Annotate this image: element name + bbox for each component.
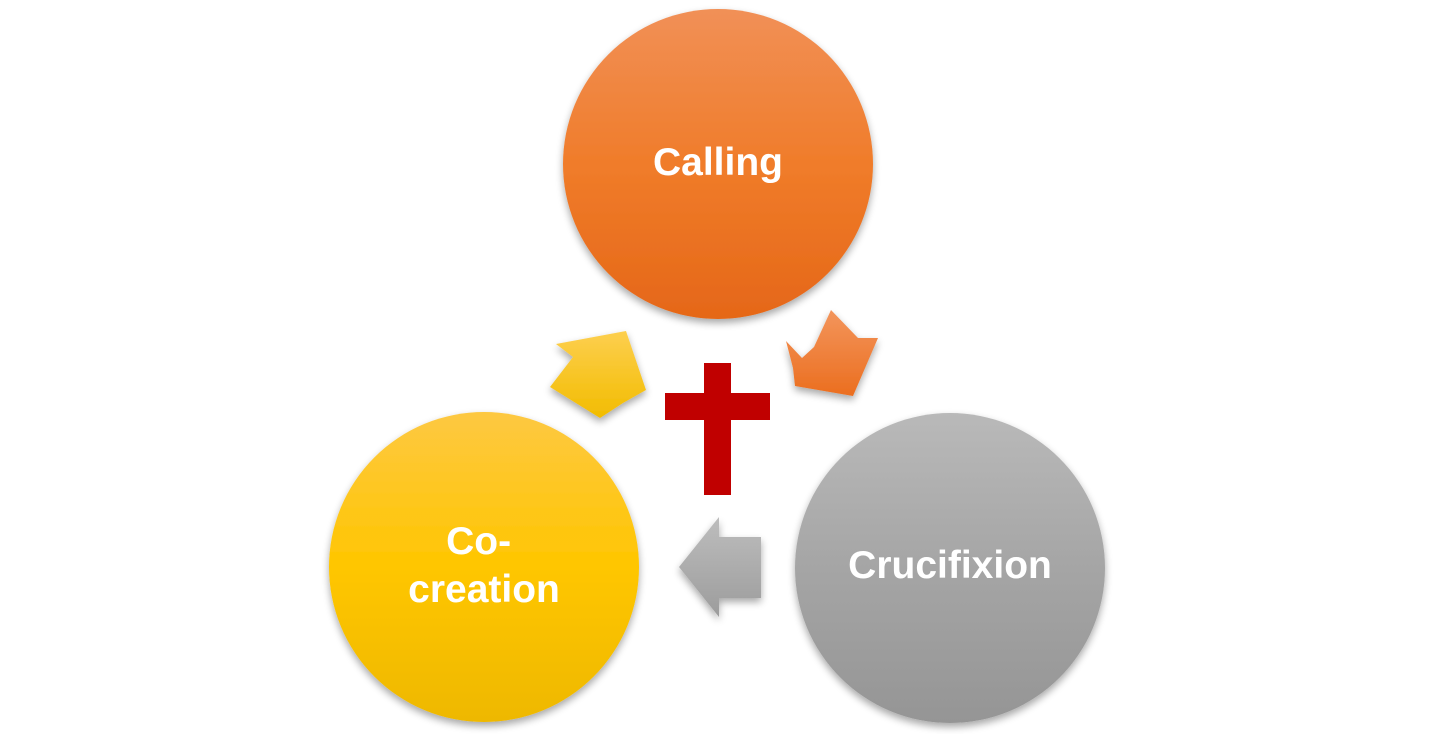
svg-text:Crucifixion: Crucifixion [848, 544, 1052, 587]
node-calling-circle [563, 9, 873, 319]
node-crucifixion-label: Crucifixion [848, 544, 1052, 587]
arrow-crucifixion-to-co-creation [679, 517, 761, 617]
node-crucifixion: Crucifixion [795, 413, 1105, 723]
node-co-creation-label-line-1: Co- [446, 520, 511, 563]
node-crucifixion-circle [795, 413, 1105, 723]
node-co-creation: Co- creation [329, 412, 639, 722]
svg-text:Co- creation: Co- creation [408, 520, 560, 611]
svg-text:Calling: Calling [653, 141, 783, 184]
arrow-co-creation-to-calling [550, 331, 646, 418]
node-co-creation-circle [329, 412, 639, 722]
node-calling-label: Calling [653, 141, 783, 184]
node-co-creation-label-line-2: creation [408, 568, 560, 611]
cross-icon [665, 363, 770, 495]
arrow-calling-to-crucifixion [786, 310, 878, 396]
node-calling: Calling [563, 9, 873, 319]
